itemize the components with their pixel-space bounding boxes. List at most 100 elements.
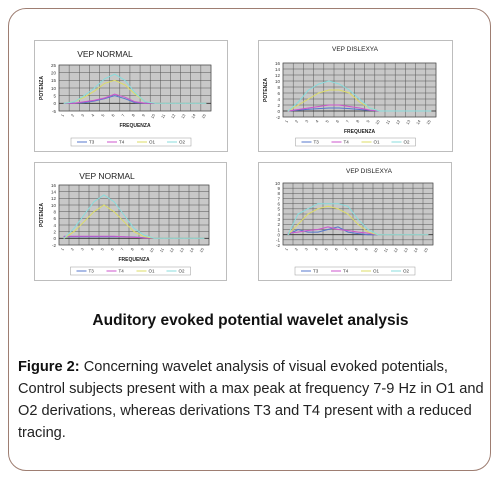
x-tick-label: 5 [324, 118, 330, 123]
data-point-t4 [133, 236, 135, 238]
data-point-o2 [193, 237, 195, 239]
x-tick-label: 14 [412, 246, 419, 253]
y-tick-label: 10 [51, 203, 57, 208]
y-tick-label: 16 [51, 183, 57, 188]
data-point-t4 [113, 235, 115, 237]
data-point-o2 [163, 237, 165, 239]
y-tick-label: 6 [277, 201, 280, 206]
x-tick-label: 7 [343, 246, 349, 251]
data-point-t4 [327, 226, 329, 228]
data-point-o2 [134, 92, 136, 94]
chart-title: VEP NORMAL [77, 49, 133, 59]
legend-entry: O2 [404, 140, 411, 145]
y-tick-label: 14 [51, 189, 57, 194]
x-tick-label: 2 [70, 112, 76, 117]
y-axis-label: POTENZA [39, 203, 45, 227]
data-point-o2 [123, 214, 125, 216]
data-point-t4 [357, 231, 359, 233]
x-tick-label: 9 [365, 118, 371, 123]
data-point-t3 [359, 109, 360, 110]
data-point-o1 [94, 90, 95, 92]
y-tick-label: 0 [277, 232, 280, 237]
data-point-o2 [113, 201, 115, 203]
data-point-t3 [318, 108, 320, 110]
data-point-t3 [328, 107, 330, 109]
data-point-o2 [297, 213, 299, 215]
legend-entry: T3 [314, 140, 320, 145]
x-tick-label: 11 [160, 112, 167, 119]
data-point-o2 [94, 87, 95, 89]
data-point-t3 [327, 229, 329, 230]
data-point-t4 [318, 106, 320, 107]
data-point-t4 [94, 99, 95, 101]
data-point-o2 [103, 194, 105, 196]
data-point-o2 [297, 101, 299, 103]
x-tick-label: 13 [405, 118, 412, 125]
data-point-o2 [387, 234, 389, 236]
data-point-o2 [348, 89, 350, 91]
legend-box [295, 137, 416, 147]
y-tick-label: 10 [275, 181, 281, 186]
data-point-o1 [73, 231, 75, 233]
data-point-o2 [417, 234, 419, 236]
data-point-o2 [369, 107, 371, 109]
y-tick-label: 0 [53, 236, 56, 241]
x-tick-label: 2 [294, 118, 300, 123]
data-point-o2 [410, 110, 411, 112]
x-tick-label: 1 [283, 246, 289, 251]
y-tick-label: 20 [51, 70, 57, 75]
x-tick-label: 8 [355, 118, 361, 123]
y-tick-label: 10 [275, 79, 281, 84]
x-tick-label: 10 [372, 246, 379, 253]
legend-entry: T4 [119, 269, 125, 274]
data-point-o2 [338, 83, 340, 85]
x-tick-label: 1 [59, 112, 65, 117]
data-point-t3 [307, 231, 309, 233]
data-point-o2 [183, 237, 185, 239]
data-point-o2 [144, 101, 146, 103]
y-tick-label: 6 [277, 91, 280, 96]
y-tick-label: 0 [53, 101, 56, 106]
data-point-o1 [124, 84, 126, 86]
data-point-o2 [347, 205, 349, 207]
data-point-o2 [104, 78, 106, 80]
y-tick-label: 6 [53, 216, 56, 221]
data-point-o1 [134, 93, 136, 95]
figure-frame [8, 8, 491, 471]
data-point-o2 [357, 218, 359, 220]
data-point-t4 [348, 106, 350, 107]
caption-text: Concerning wavelet analysis of visual ev… [18, 359, 484, 441]
x-tick-label: 13 [178, 246, 185, 253]
x-tick-label: 3 [80, 112, 86, 117]
x-tick-label: 1 [59, 246, 65, 251]
x-tick-label: 4 [90, 112, 96, 117]
x-tick-label: 11 [385, 118, 392, 125]
y-tick-label: 10 [51, 86, 57, 91]
data-point-t4 [63, 235, 65, 237]
figure-heading: Auditory evoked potential wavelet analys… [92, 312, 409, 329]
data-point-t3 [337, 226, 339, 228]
data-point-o1 [297, 104, 299, 106]
y-tick-label: 4 [53, 223, 56, 228]
x-tick-label: 2 [293, 246, 299, 251]
data-point-o1 [357, 223, 359, 225]
data-point-t4 [123, 236, 125, 238]
y-tick-label: -1 [276, 238, 280, 243]
x-tick-label: 14 [415, 118, 422, 125]
chart-title: VEP NORMAL [79, 171, 135, 181]
data-point-o1 [83, 96, 85, 98]
x-tick-label: 10 [374, 118, 381, 125]
data-point-t3 [367, 234, 369, 236]
legend-box [294, 266, 416, 276]
x-tick-label: 2 [69, 246, 75, 251]
data-point-o1 [123, 221, 125, 223]
x-tick-label: 5 [99, 246, 105, 251]
x-tick-label: 15 [200, 112, 207, 119]
x-axis-label: FREQUENZA [344, 129, 376, 135]
data-point-o2 [407, 234, 409, 236]
data-point-o2 [83, 214, 85, 216]
x-tick-label: 12 [168, 246, 175, 253]
x-tick-label: 6 [335, 118, 341, 123]
data-point-t4 [104, 97, 106, 99]
